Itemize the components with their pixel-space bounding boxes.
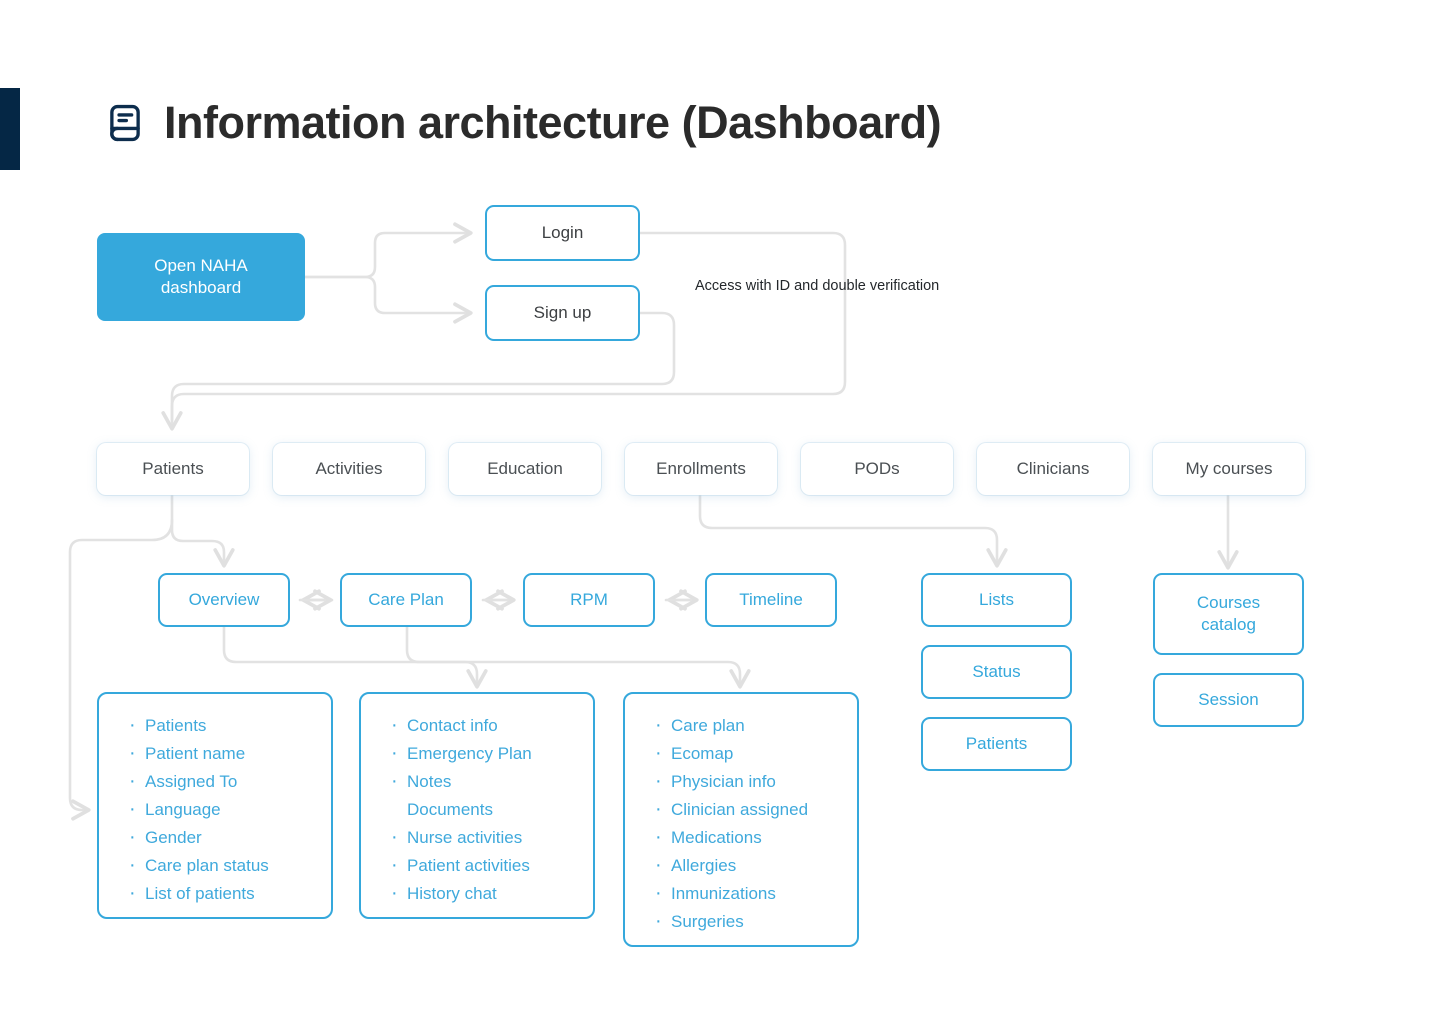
list-item: List of patients	[127, 879, 317, 908]
node-sign-up[interactable]: Sign up	[485, 285, 640, 341]
overview-fields-list: Patients Patient name Assigned To Langua…	[127, 711, 317, 908]
list-item: Emergency Plan	[389, 739, 579, 768]
nav-item-clinicians[interactable]: Clinicians	[977, 443, 1129, 495]
node-rpm[interactable]: RPM	[523, 573, 655, 627]
nav-item-activities-label: Activities	[315, 458, 383, 478]
list-item: Care plan	[653, 711, 843, 740]
nav-item-activities[interactable]: Activities	[273, 443, 425, 495]
node-status[interactable]: Status	[921, 645, 1072, 699]
page-header: Information architecture (Dashboard)	[104, 97, 942, 148]
nav-item-enrollments[interactable]: Enrollments	[625, 443, 777, 495]
node-care-plan-label: Care Plan	[368, 589, 444, 609]
list-item: Nurse activities	[389, 823, 579, 852]
node-courses-catalog-line-1: Courses	[1196, 592, 1261, 612]
node-care-plan[interactable]: Care Plan	[340, 573, 472, 627]
list-item: Documents	[407, 800, 493, 819]
node-sign-up-label: Sign up	[533, 302, 592, 322]
node-courses-catalog[interactable]: Courses catalog	[1153, 573, 1304, 655]
node-lists[interactable]: Lists	[921, 573, 1072, 627]
nav-item-education[interactable]: Education	[449, 443, 601, 495]
nav-item-clinicians-label: Clinicians	[1016, 458, 1090, 478]
entry-line-2: dashboard	[160, 278, 242, 297]
nav-item-my-courses-label: My courses	[1185, 458, 1273, 478]
listbox-overview-fields: Patients Patient name Assigned To Langua…	[97, 692, 333, 919]
node-overview-label: Overview	[188, 589, 260, 609]
nav-item-education-label: Education	[487, 458, 563, 478]
list-item: Surgeries	[653, 907, 843, 936]
node-login-label: Login	[541, 222, 584, 242]
journal-icon	[104, 102, 146, 144]
node-overview[interactable]: Overview	[158, 573, 290, 627]
left-accent-bar	[0, 88, 20, 170]
list-item: Gender	[127, 823, 317, 852]
list-item: Ecomap	[653, 739, 843, 768]
listbox-overview-detail-fields: Contact info Emergency Plan Notes Docume…	[359, 692, 595, 919]
node-session[interactable]: Session	[1153, 673, 1304, 727]
node-enrollment-patients[interactable]: Patients	[921, 717, 1072, 771]
list-item: Medications	[653, 823, 843, 852]
list-item: Language	[127, 795, 317, 824]
nav-item-pods-label: PODs	[854, 458, 900, 478]
list-item: Notes	[389, 767, 579, 796]
node-rpm-label: RPM	[570, 589, 608, 609]
care-plan-fields-list: Care plan Ecomap Physician info Clinicia…	[653, 711, 843, 936]
node-timeline-label: Timeline	[739, 589, 803, 609]
node-open-naha-dashboard[interactable]: Open NAHA dashboard	[97, 233, 305, 321]
nav-item-patients[interactable]: Patients	[97, 443, 249, 495]
node-lists-label: Lists	[979, 589, 1014, 609]
node-status-label: Status	[972, 661, 1021, 681]
list-item: Clinician assigned	[653, 795, 843, 824]
node-courses-catalog-line-2: catalog	[1201, 615, 1256, 634]
list-item: History chat	[389, 879, 579, 908]
nav-item-enrollments-label: Enrollments	[656, 458, 746, 478]
list-item: Assigned To	[127, 767, 317, 796]
node-session-label: Session	[1198, 689, 1259, 709]
auth-annotation: Access with ID and double verification	[695, 278, 940, 294]
list-item: Allergies	[653, 851, 843, 880]
overview-detail-fields-list: Contact info Emergency Plan Notes Docume…	[389, 711, 579, 908]
nav-item-my-courses[interactable]: My courses	[1153, 443, 1305, 495]
list-item: Contact info	[389, 711, 579, 740]
list-item: Care plan status	[127, 851, 317, 880]
entry-line-1: Open NAHA	[154, 255, 248, 275]
list-item: Patients	[127, 711, 317, 740]
list-item: Patient name	[127, 739, 317, 768]
node-enrollment-patients-label: Patients	[965, 733, 1028, 753]
nav-item-pods[interactable]: PODs	[801, 443, 953, 495]
list-item: Patient activities	[389, 851, 579, 880]
nav-item-patients-label: Patients	[142, 458, 204, 478]
listbox-care-plan-fields: Care plan Ecomap Physician info Clinicia…	[623, 692, 859, 947]
page-title: Information architecture (Dashboard)	[164, 97, 942, 148]
node-timeline[interactable]: Timeline	[705, 573, 837, 627]
list-item: Physician info	[653, 767, 843, 796]
node-login[interactable]: Login	[485, 205, 640, 261]
list-item: Inmunizations	[653, 879, 843, 908]
